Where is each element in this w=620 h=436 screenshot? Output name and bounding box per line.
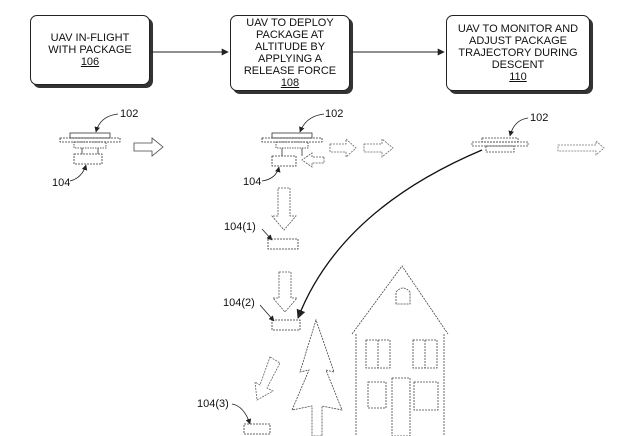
trajectory-monitor-curve [296,149,483,319]
label-uav-2: 102 [325,108,344,120]
block-arrow-right-2a [329,138,357,158]
leader-104-2 [259,304,275,322]
package-104-2 [271,319,301,331]
label-package-2: 104 [243,176,262,188]
uav-drone-2 [261,132,323,156]
uav-drone-3 [471,137,529,153]
block-arrow-right-1 [133,137,164,157]
block-arrow-down-2 [272,271,298,313]
package-104-1 [267,238,299,250]
step-text: UAV TO DEPLOY PACKAGE AT ALTITUDE BY APP… [243,17,337,77]
leader-104-1 [261,228,273,241]
leader-package-2 [261,166,281,182]
step-text: UAV TO MONITOR AND ADJUST PACKAGE TRAJEC… [457,23,579,71]
label-package-104-2: 104(2) [223,297,255,309]
step-box-110: UAV TO MONITOR AND ADJUST PACKAGE TRAJEC… [446,15,590,91]
step-box-106: UAV IN-FLIGHT WITH PACKAGE 106 [30,15,150,85]
house [351,265,449,436]
package-104-3 [243,423,271,435]
leader-uav-1 [94,113,119,133]
uav-drone-1 [59,132,121,154]
leader-uav-2 [299,113,325,133]
step-box-108: UAV TO DEPLOY PACKAGE AT ALTITUDE BY APP… [230,15,350,91]
block-arrow-right-3 [557,140,605,156]
step-ref: 110 [509,71,527,83]
leader-package-1 [69,164,88,182]
step-ref: 108 [280,77,300,89]
leader-104-3 [231,403,252,425]
label-package-1: 104 [52,177,71,189]
tree [291,318,343,436]
step-ref: 106 [80,56,100,68]
block-arrow-down-1 [271,187,297,231]
label-package-104-1: 104(1) [224,221,256,233]
package-1 [73,153,103,165]
leader-uav-3 [508,117,529,137]
block-arrow-right-2b [363,138,394,158]
label-uav-3: 102 [530,112,549,124]
block-arrow-diagonal [254,356,281,401]
label-package-104-3: 104(3) [197,398,229,410]
package-2 [271,155,297,167]
label-uav-1: 102 [120,108,139,120]
release-force-arrow [301,152,325,168]
step-text: UAV IN-FLIGHT WITH PACKAGE [48,32,132,56]
